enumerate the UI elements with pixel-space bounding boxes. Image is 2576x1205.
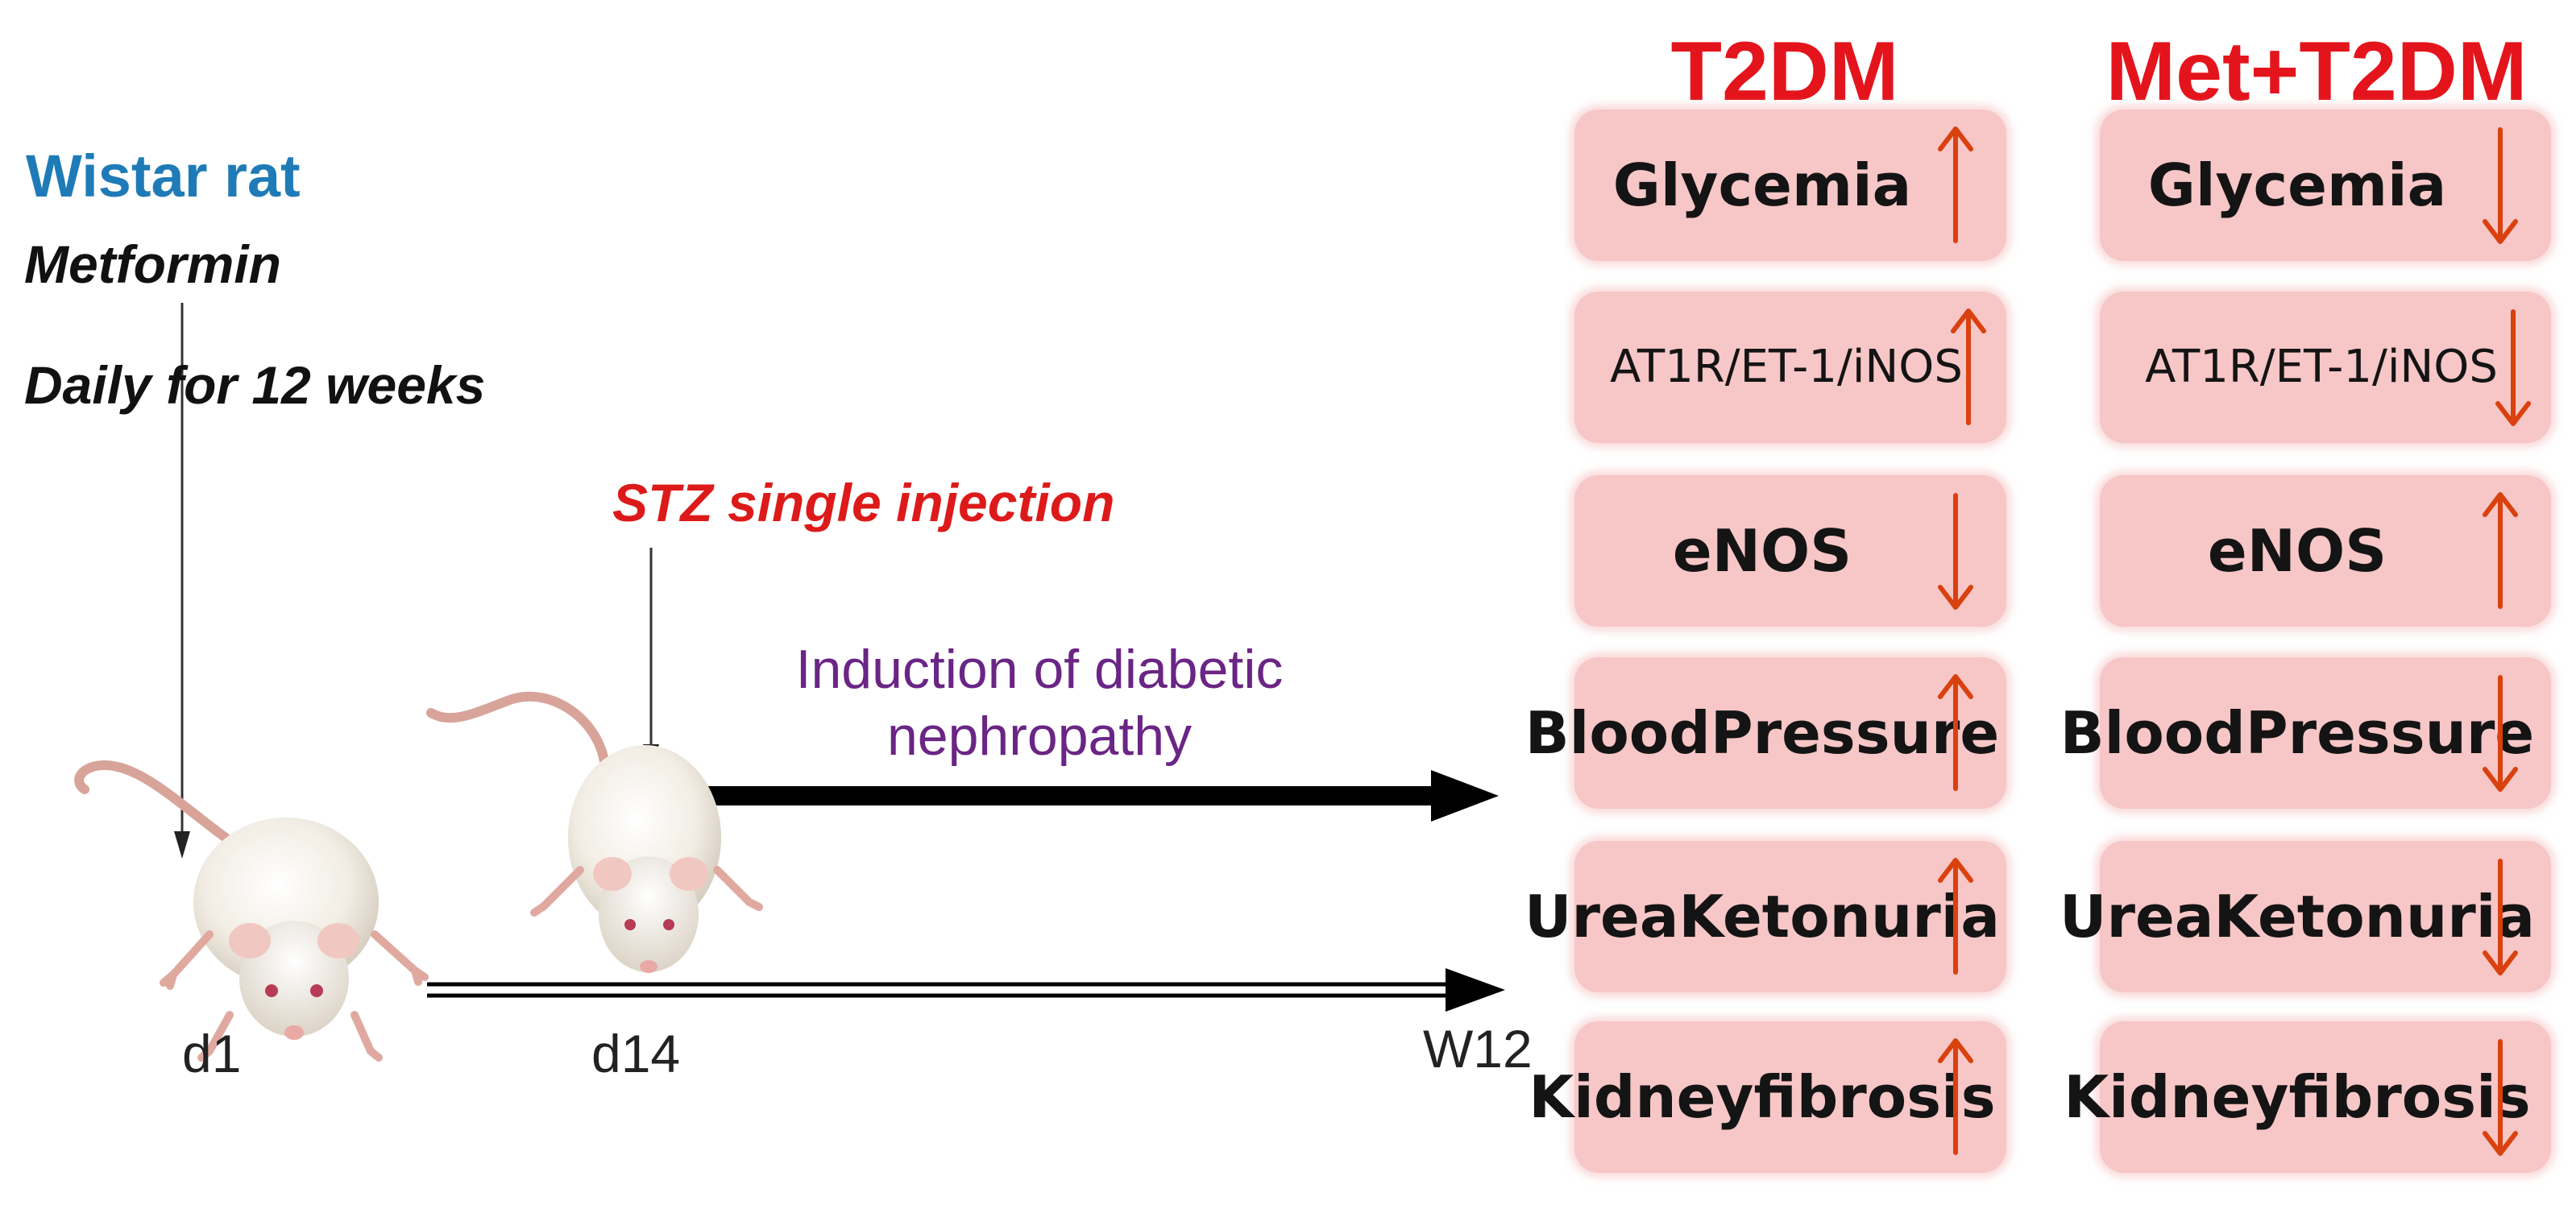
card-label-line: AT1R/ET-1/iNOS (2145, 340, 2498, 393)
card-label-line: AT1R/ET-1/iNOS (1610, 340, 1963, 393)
decrease-arrow-icon (1938, 493, 1973, 610)
induction-label: Induction of diabetic nephropathy (795, 639, 1284, 767)
card-label-line: fibrosis (2288, 1062, 2531, 1131)
card-label-line: eNOS (1672, 516, 1852, 585)
group-header-t2dm: T2DM (1670, 25, 1899, 118)
timepoint-d14: d14 (591, 1024, 681, 1083)
stz-injection-arrow (643, 548, 659, 770)
t2dm-card-glycemia: Glycemia (1574, 110, 2006, 261)
card-label-line: Glycemia (1612, 151, 1912, 219)
treatment-timeline-arrow (427, 968, 1505, 1012)
met-t2dm-card-at1r-et-1-inos: AT1R/ET-1/iNOS (2100, 292, 2551, 443)
card-label: eNOS (1574, 475, 1950, 627)
card-label: Glycemia (1574, 110, 1950, 261)
card-label-line: Pressure (2245, 698, 2535, 767)
met-t2dm-card-glycemia: Glycemia (2100, 110, 2551, 261)
increase-arrow-icon (1938, 1038, 1973, 1155)
rat-illustration-d1 (74, 760, 429, 1062)
group-header-met-t2dm: Met+T2DM (2105, 25, 2528, 118)
decrease-arrow-icon (2495, 309, 2531, 426)
rat-illustration-d14 (426, 691, 763, 973)
card-label-line: Urea (2060, 882, 2214, 950)
decrease-arrow-icon (2483, 127, 2518, 244)
increase-arrow-icon (1938, 858, 1973, 975)
card-label-line: eNOS (2207, 516, 2387, 585)
increase-arrow-icon (1951, 308, 1986, 425)
timepoint-w12: W12 (1423, 1019, 1533, 1079)
met-t2dm-card-enos: eNOS (2100, 475, 2551, 627)
increase-arrow-icon (2483, 492, 2518, 609)
animal-model-label: Wistar rat (26, 143, 301, 209)
timepoint-d1: d1 (182, 1024, 242, 1083)
card-label-line: Ketonuria (2213, 882, 2535, 950)
card-label-line: Pressure (1710, 698, 2000, 767)
card-label-line: Ketonuria (1678, 882, 2000, 950)
card-label-line: Blood (1524, 698, 1711, 767)
stz-injection-label: STZ single injection (612, 473, 1115, 532)
increase-arrow-icon (1938, 674, 1973, 791)
card-label: Glycemia (2100, 110, 2495, 261)
t2dm-card-enos: eNOS (1574, 475, 2006, 627)
dosing-schedule-label: Daily for 12 weeks (24, 355, 486, 415)
card-label: AT1R/ET-1/iNOS (2100, 292, 2543, 443)
drug-label: Metformin (24, 234, 281, 294)
card-label: eNOS (2100, 475, 2495, 627)
card-label-line: Kidney (1529, 1062, 1754, 1131)
card-label-line: Kidney (2064, 1062, 2289, 1131)
t2dm-card-at1r-et-1-inos: AT1R/ET-1/iNOS (1574, 292, 2006, 443)
induction-period-arrow (649, 770, 1499, 822)
increase-arrow-icon (1938, 126, 1973, 243)
card-label-line: Glycemia (2147, 151, 2447, 219)
metformin-dosing-arrow (174, 303, 190, 859)
card-label-line: Blood (2060, 698, 2246, 767)
decrease-arrow-icon (2483, 1039, 2518, 1156)
decrease-arrow-icon (2483, 859, 2518, 975)
decrease-arrow-icon (2483, 675, 2518, 792)
card-label: AT1R/ET-1/iNOS (1574, 292, 1998, 443)
card-label-line: Urea (1524, 882, 1679, 950)
